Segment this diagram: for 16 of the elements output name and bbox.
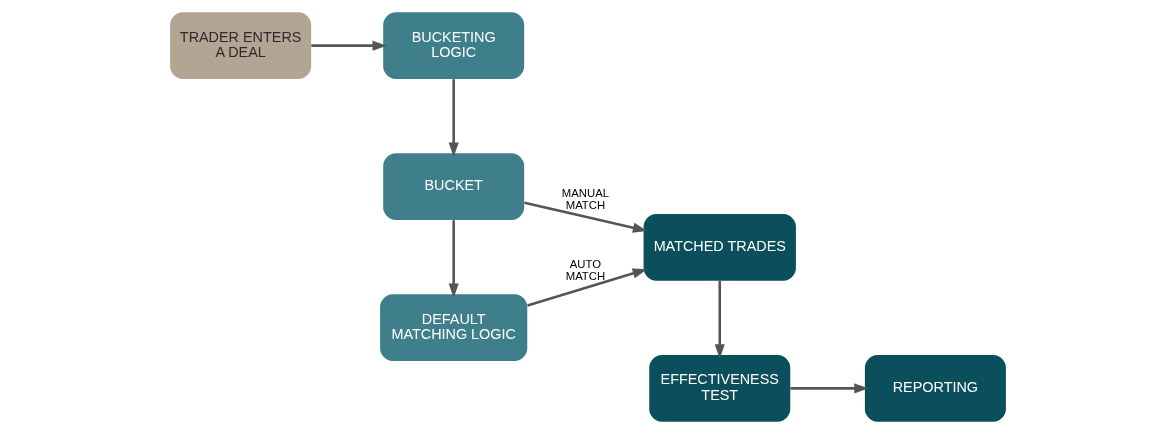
node-box: MATCHED TRADES xyxy=(643,213,796,281)
node-box: DEFAULT MATCHING LOGIC xyxy=(380,294,528,362)
arrow xyxy=(524,201,648,233)
edge-label: AUTO MATCH xyxy=(565,257,606,283)
node-box: EFFECTIVENESS TEST xyxy=(649,354,791,422)
arrow xyxy=(790,383,869,394)
node-box: TRADER ENTERS A DEAL xyxy=(170,12,312,80)
arrow xyxy=(527,268,648,307)
node-box: BUCKET xyxy=(383,153,525,221)
node-box: REPORTING xyxy=(864,354,1006,422)
arrow xyxy=(311,40,387,51)
arrow xyxy=(448,79,459,157)
arrow xyxy=(714,280,725,359)
edge-label: MANUAL MATCH xyxy=(561,186,609,212)
node-box: BUCKETING LOGIC xyxy=(383,12,525,80)
arrow xyxy=(448,220,459,298)
